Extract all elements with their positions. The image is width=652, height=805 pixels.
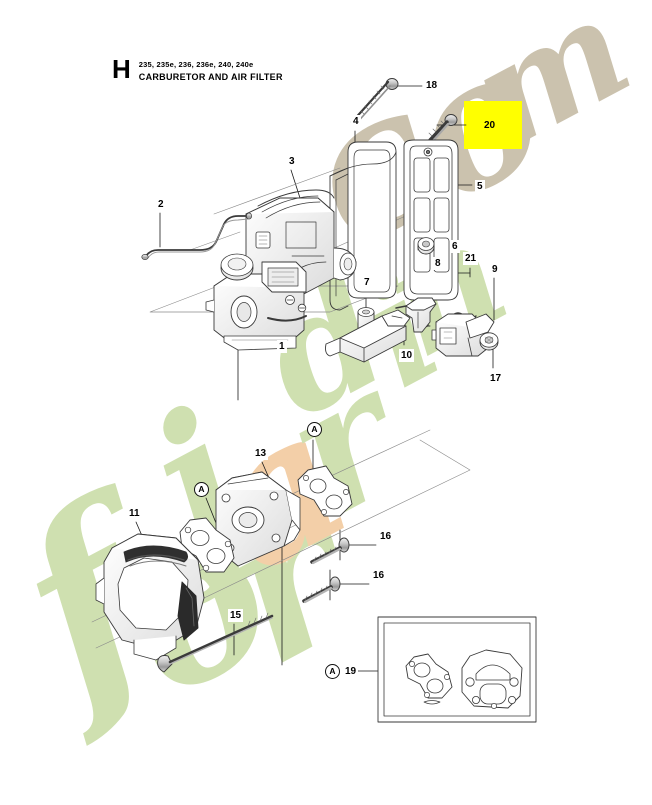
callout-9[interactable]: 9 xyxy=(490,263,500,276)
callout-7[interactable]: 7 xyxy=(362,276,372,289)
diagram-header: H 235, 235e, 236, 236e, 240, 240e CARBUR… xyxy=(112,54,283,84)
part-2-throttle-rod xyxy=(141,212,252,260)
callout-16-upper[interactable]: 16 xyxy=(378,530,394,543)
a-marker-legend: A xyxy=(325,664,340,679)
callout-11[interactable]: 11 xyxy=(127,507,142,520)
part-16a-screw xyxy=(310,537,350,565)
callout-3[interactable]: 3 xyxy=(287,155,297,168)
part-15-long-screw xyxy=(157,612,274,673)
inset-gasket-kit-box xyxy=(377,616,537,723)
callout-4[interactable]: 4 xyxy=(351,115,361,128)
section-letter: H xyxy=(112,54,131,84)
part-a-gasket-upper xyxy=(297,465,353,517)
callout-8[interactable]: 8 xyxy=(433,257,443,270)
callout-13[interactable]: 13 xyxy=(253,447,269,460)
model-list: 235, 235e, 236, 236e, 240, 240e xyxy=(138,60,254,69)
a-marker-top: A xyxy=(307,422,322,437)
part-1-carburetor xyxy=(205,253,307,351)
part-13-intake-manifold xyxy=(215,471,301,567)
callout-1[interactable]: 1 xyxy=(277,340,287,353)
part-11-heat-shield xyxy=(95,533,205,661)
callout-19[interactable]: 19 xyxy=(343,665,359,678)
a-marker-mid: A xyxy=(194,482,209,497)
part-16b-screw xyxy=(302,576,341,604)
inset-legend[interactable]: A 19 xyxy=(325,664,359,679)
callout-10[interactable]: 10 xyxy=(399,349,415,362)
part-a-gasket-mid xyxy=(179,517,235,573)
section-title: CARBURETOR AND AIR FILTER xyxy=(138,72,283,82)
part-4-air-filter xyxy=(329,141,397,311)
callout-15[interactable]: 15 xyxy=(228,609,244,622)
part-6-nut xyxy=(417,237,435,255)
part-8-choke-lever xyxy=(395,297,437,333)
highlight-box-part-20 xyxy=(464,101,522,149)
part-10-throttle-link xyxy=(325,309,411,363)
callout-20-highlighted[interactable]: 20 xyxy=(484,120,496,131)
callout-17[interactable]: 17 xyxy=(488,372,504,385)
callout-6[interactable]: 6 xyxy=(450,240,460,253)
part-17-washer xyxy=(479,332,499,351)
callout-2[interactable]: 2 xyxy=(156,198,166,211)
callout-18[interactable]: 18 xyxy=(424,79,440,92)
part-5-air-filter-cover xyxy=(403,139,459,328)
callout-16-lower[interactable]: 16 xyxy=(371,569,387,582)
callout-21[interactable]: 21 xyxy=(463,252,479,265)
callout-5[interactable]: 5 xyxy=(475,180,485,193)
part-20-screw xyxy=(428,114,458,144)
